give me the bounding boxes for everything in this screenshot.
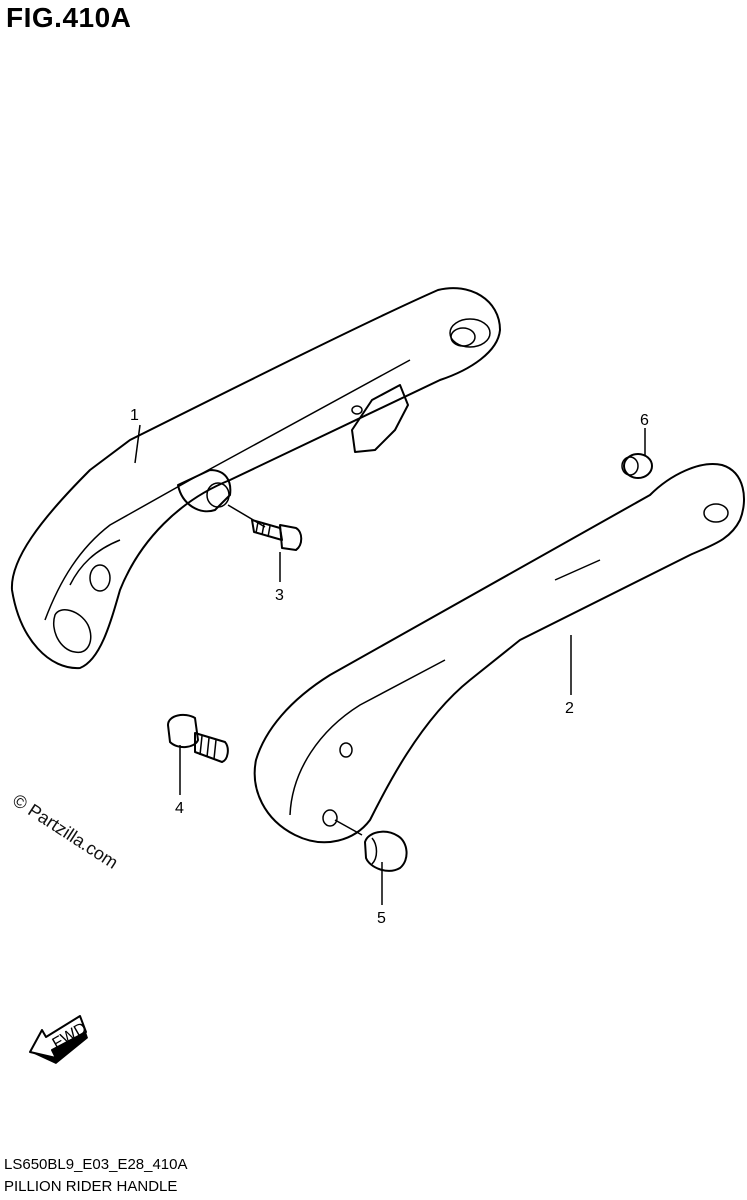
callout-2: 2 — [565, 700, 574, 717]
collar-part-6 — [621, 453, 653, 479]
callout-1: 1 — [130, 407, 139, 424]
nut-part-5 — [364, 830, 408, 872]
callout-4: 4 — [175, 800, 184, 817]
handle-part-2 — [253, 463, 745, 844]
callout-6: 6 — [640, 412, 649, 429]
handle-part-1 — [10, 287, 501, 670]
leader-lines — [134, 424, 646, 905]
diagram-caption: PILLION RIDER HANDLE — [4, 1178, 178, 1195]
diagram-code: LS650BL9_E03_E28_410A — [4, 1156, 188, 1173]
bolt-part-4 — [167, 713, 229, 763]
callout-5: 5 — [377, 910, 386, 927]
figure-title: FIG.410A — [6, 2, 132, 33]
fwd-arrow-icon: FWD — [29, 1015, 90, 1064]
callout-3: 3 — [275, 587, 284, 604]
